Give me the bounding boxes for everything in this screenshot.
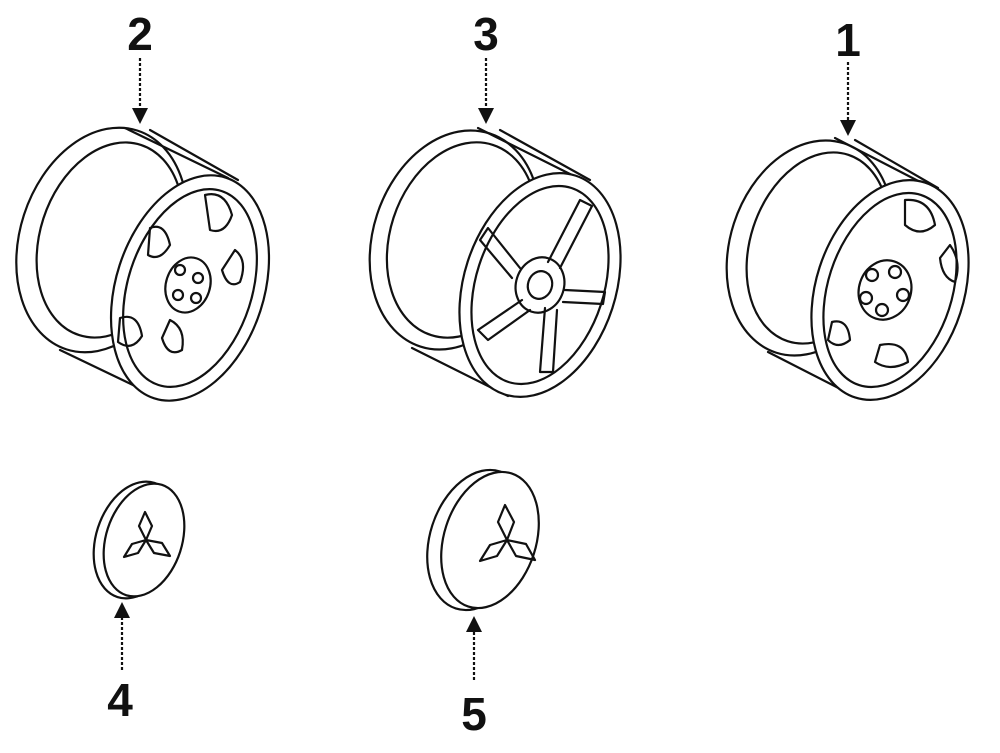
callout-number-1: 1 (835, 14, 861, 66)
wheel-2 (15, 126, 271, 402)
wheel-3 (368, 126, 622, 398)
three-diamond-emblem-icon (478, 503, 537, 563)
callout-number-2: 2 (127, 8, 153, 60)
leader-line-4 (114, 602, 130, 670)
wheel-1 (725, 136, 970, 401)
leader-line-5 (466, 616, 482, 680)
leader-line-2 (132, 58, 148, 124)
center-cap-4 (92, 480, 186, 600)
callout-number-5: 5 (461, 688, 487, 740)
leader-line-1 (840, 62, 856, 136)
three-diamond-emblem-icon (122, 510, 172, 559)
callout-number-3: 3 (473, 8, 499, 60)
leader-line-3 (478, 58, 494, 124)
center-cap-5 (426, 468, 540, 612)
callout-number-4: 4 (107, 674, 133, 726)
